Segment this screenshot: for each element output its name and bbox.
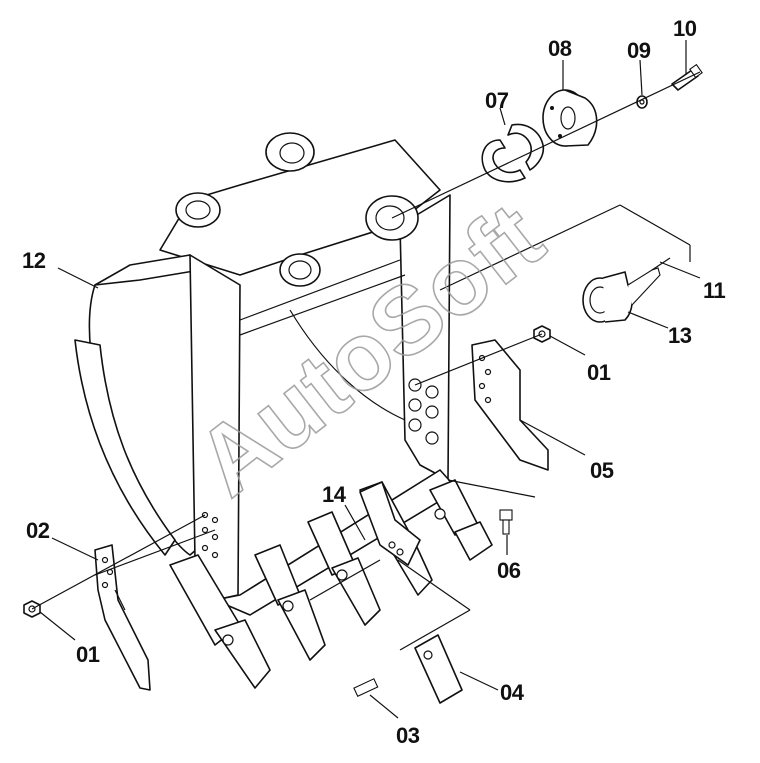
callout-01-left: 01 [76, 642, 100, 667]
pin-boss [542, 89, 598, 147]
tooth-1 [169, 554, 271, 689]
callout-labels: 12 02 01 01 05 06 07 08 09 10 11 13 14 0… [22, 16, 726, 748]
callout-13: 12 [22, 248, 46, 273]
adapter-loose [359, 481, 421, 566]
tooth-5 [429, 479, 493, 561]
side-cutter-left [94, 544, 151, 691]
tooth-loose [414, 634, 463, 704]
callout-12: 13 [668, 323, 692, 348]
bucket-pin [582, 257, 671, 323]
side-cutter-right [471, 339, 549, 471]
callout-01-right: 01 [587, 360, 611, 385]
mount-boss-mid [279, 253, 321, 287]
mount-boss-top [265, 132, 315, 172]
callout-03: 03 [396, 723, 420, 748]
callout-10: 10 [673, 16, 697, 41]
tooth-3 [307, 511, 381, 626]
callout-07: 07 [485, 88, 509, 113]
mount-boss-left [175, 192, 221, 228]
tooth-2 [254, 544, 326, 661]
side-bolt [499, 509, 513, 535]
pin-bolt [671, 63, 703, 91]
leader-lines [31, 40, 701, 719]
callout-14: 14 [322, 482, 347, 507]
callout-05: 05 [590, 458, 614, 483]
callout-02: 02 [26, 518, 50, 543]
callout-11: 11 [703, 278, 726, 303]
shim-ring [481, 123, 545, 183]
callout-04: 04 [500, 680, 525, 705]
tooth-pin [353, 678, 379, 698]
callout-09: 09 [627, 38, 651, 63]
callout-08: 08 [548, 36, 572, 61]
side-holes-right [408, 378, 439, 445]
callout-06: 06 [497, 558, 521, 583]
